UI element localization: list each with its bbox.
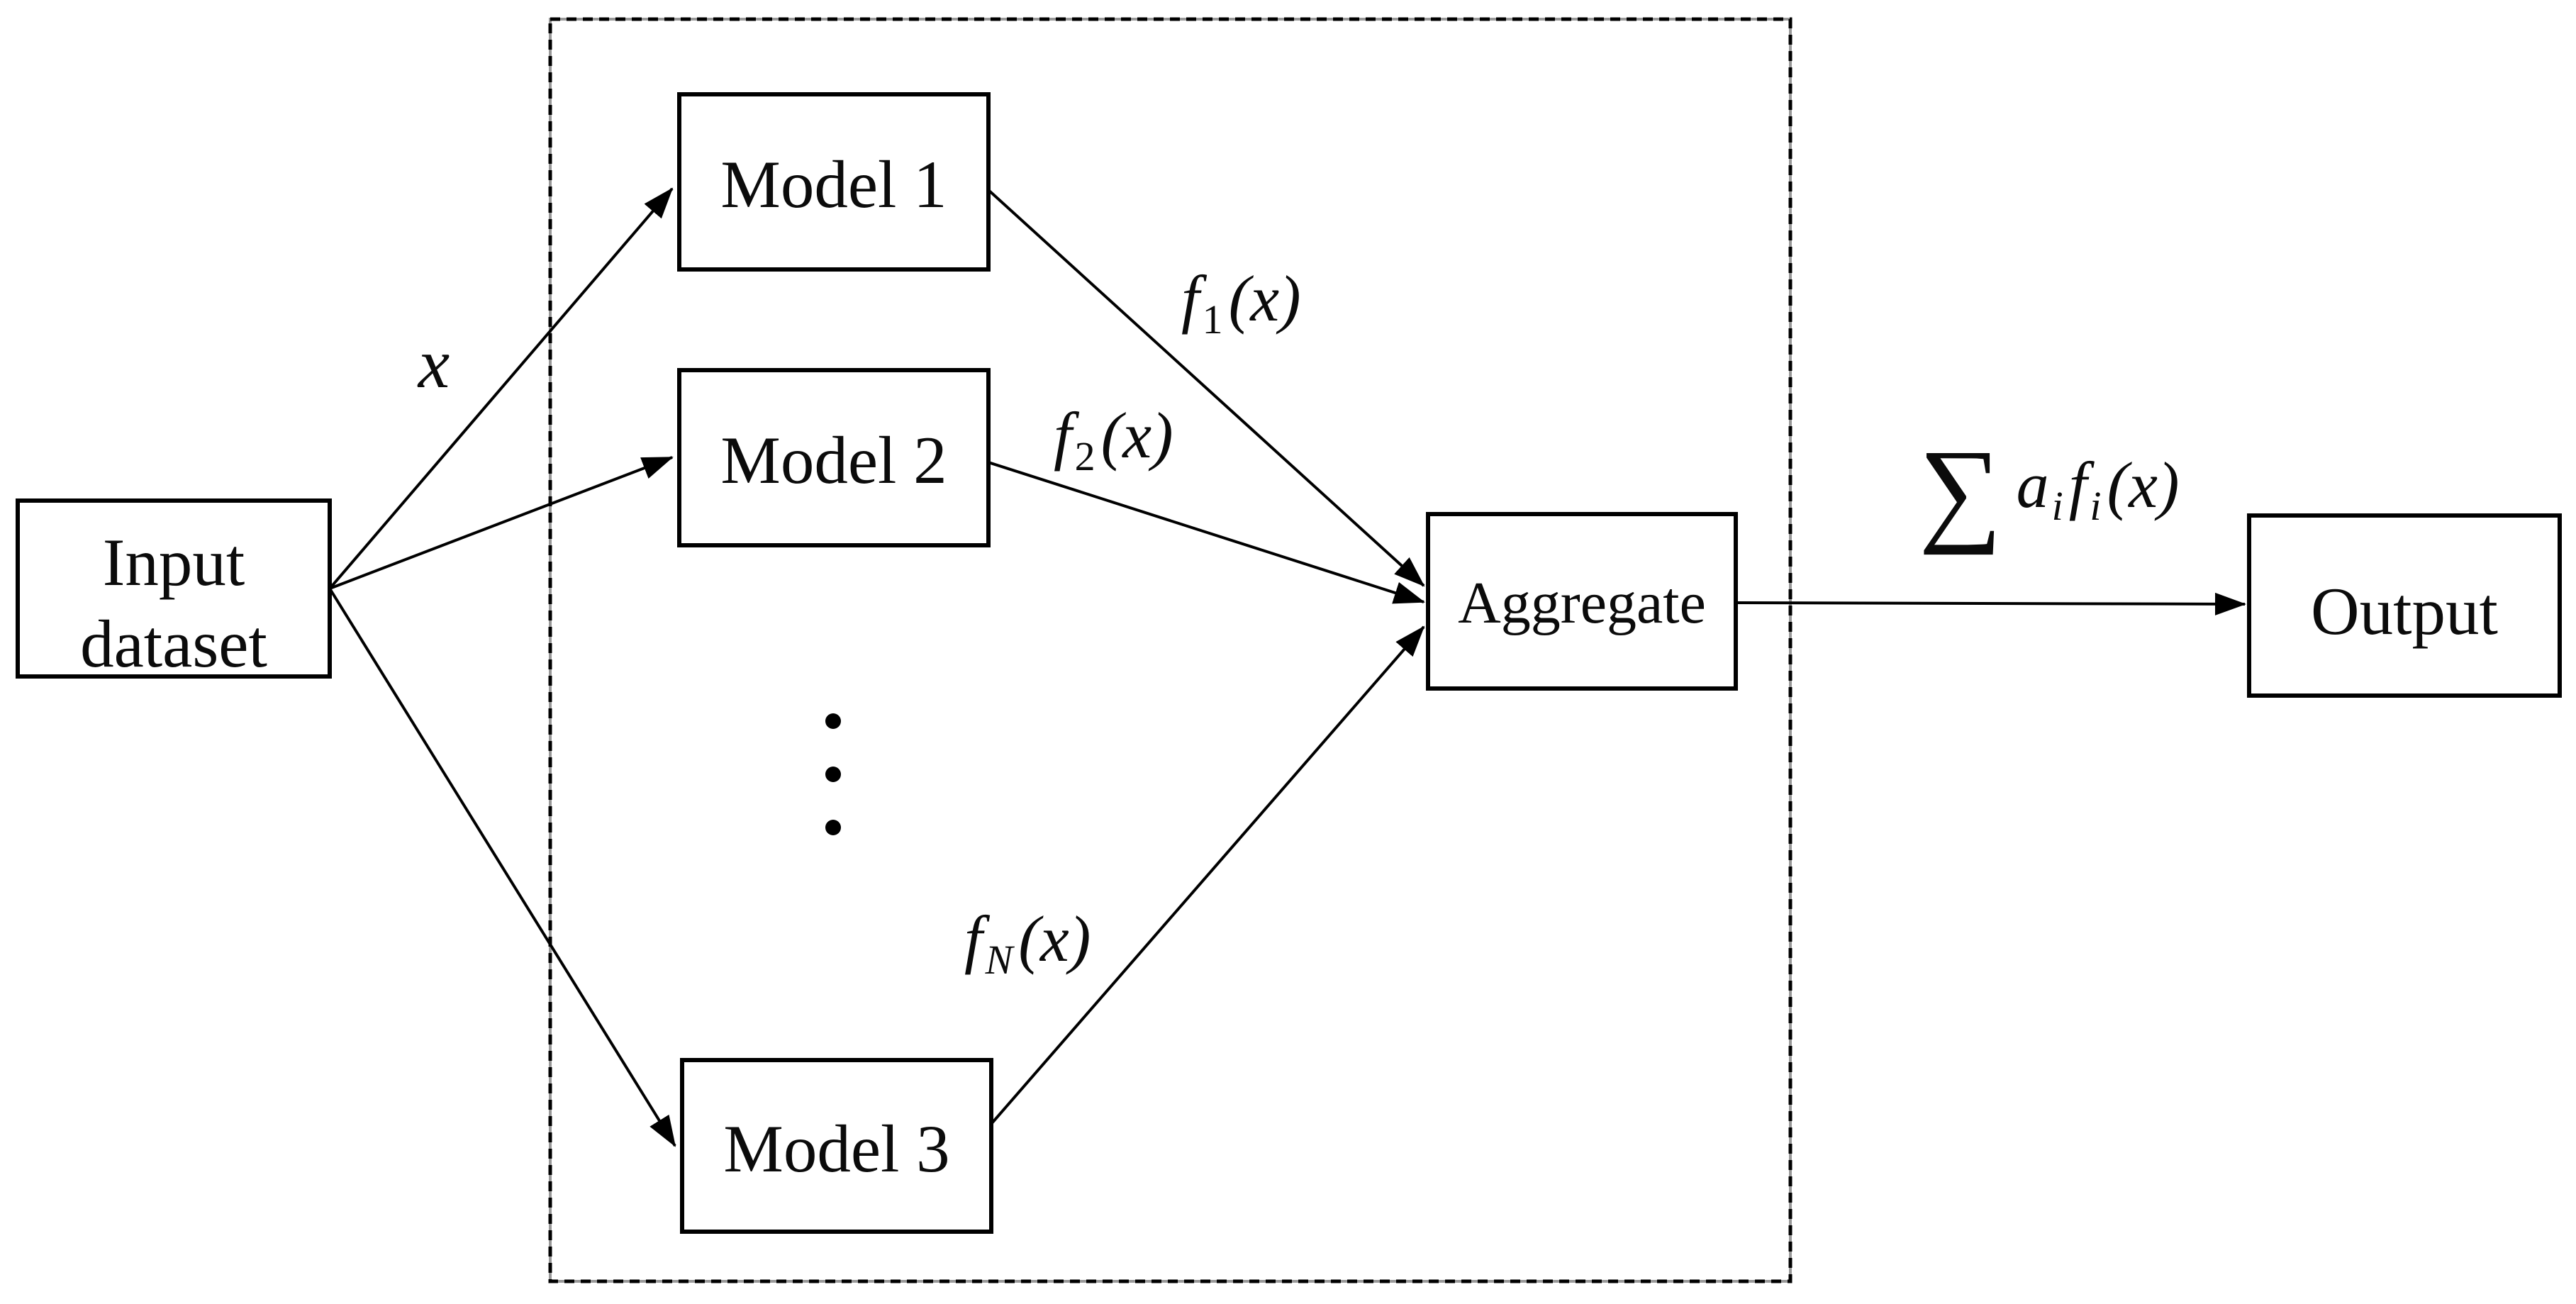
- f2-subscript: 2: [1075, 433, 1095, 479]
- model-3-label: Model 3: [723, 1111, 949, 1186]
- ensemble-group-dashed-border: [548, 17, 1792, 1283]
- ellipsis-dot-1: [825, 713, 841, 729]
- edge-input-to-model2: [329, 456, 674, 590]
- edge-model3-to-aggregate: [990, 625, 1425, 1125]
- edge-model2-to-aggregate: [988, 461, 1425, 604]
- input-dataset-label-line2: dataset: [80, 606, 267, 681]
- model-1-node: [677, 92, 991, 272]
- sum-a-base: a: [2017, 449, 2049, 521]
- output-node: [2247, 513, 2562, 698]
- vertical-ellipsis: [825, 713, 841, 835]
- fN-subscript: N: [985, 937, 1015, 983]
- ellipsis-dot-3: [825, 820, 841, 835]
- ellipsis-dot-2: [825, 767, 841, 782]
- model-2-node: [677, 368, 991, 547]
- edge-label-x: x: [417, 324, 450, 403]
- edge-label-fN: f N (x): [964, 903, 1091, 983]
- sum-sigma: ∑: [1919, 425, 2002, 555]
- f1-subscript: 1: [1203, 296, 1223, 342]
- edge-label-f1: f 1 (x): [1181, 262, 1301, 342]
- input-dataset-node: [16, 498, 332, 679]
- sum-args: (x): [2107, 449, 2179, 521]
- edge-model1-to-aggregate: [987, 189, 1425, 587]
- aggregate-label: Aggregate: [1458, 570, 1706, 636]
- model-2-label: Model 2: [720, 423, 947, 498]
- input-dataset-label-line1: Input: [103, 525, 245, 600]
- model-3-node: [680, 1058, 993, 1234]
- fN-args: (x): [1018, 903, 1091, 975]
- edge-input-to-model3: [328, 587, 676, 1147]
- aggregate-node: [1426, 512, 1738, 691]
- sum-a-subscript: i: [2052, 483, 2063, 529]
- sum-f-subscript: i: [2090, 483, 2101, 529]
- edge-aggregate-to-output: [1735, 592, 2246, 615]
- edge-label-f2: f 2 (x): [1054, 399, 1173, 479]
- edge-input-to-model1: [328, 187, 674, 590]
- model-1-label: Model 1: [720, 147, 947, 222]
- edge-label-sum-formula: ∑ a i f i (x): [1919, 425, 2180, 555]
- output-label: Output: [2311, 574, 2498, 649]
- f1-args: (x): [1229, 262, 1301, 335]
- f2-args: (x): [1101, 399, 1173, 472]
